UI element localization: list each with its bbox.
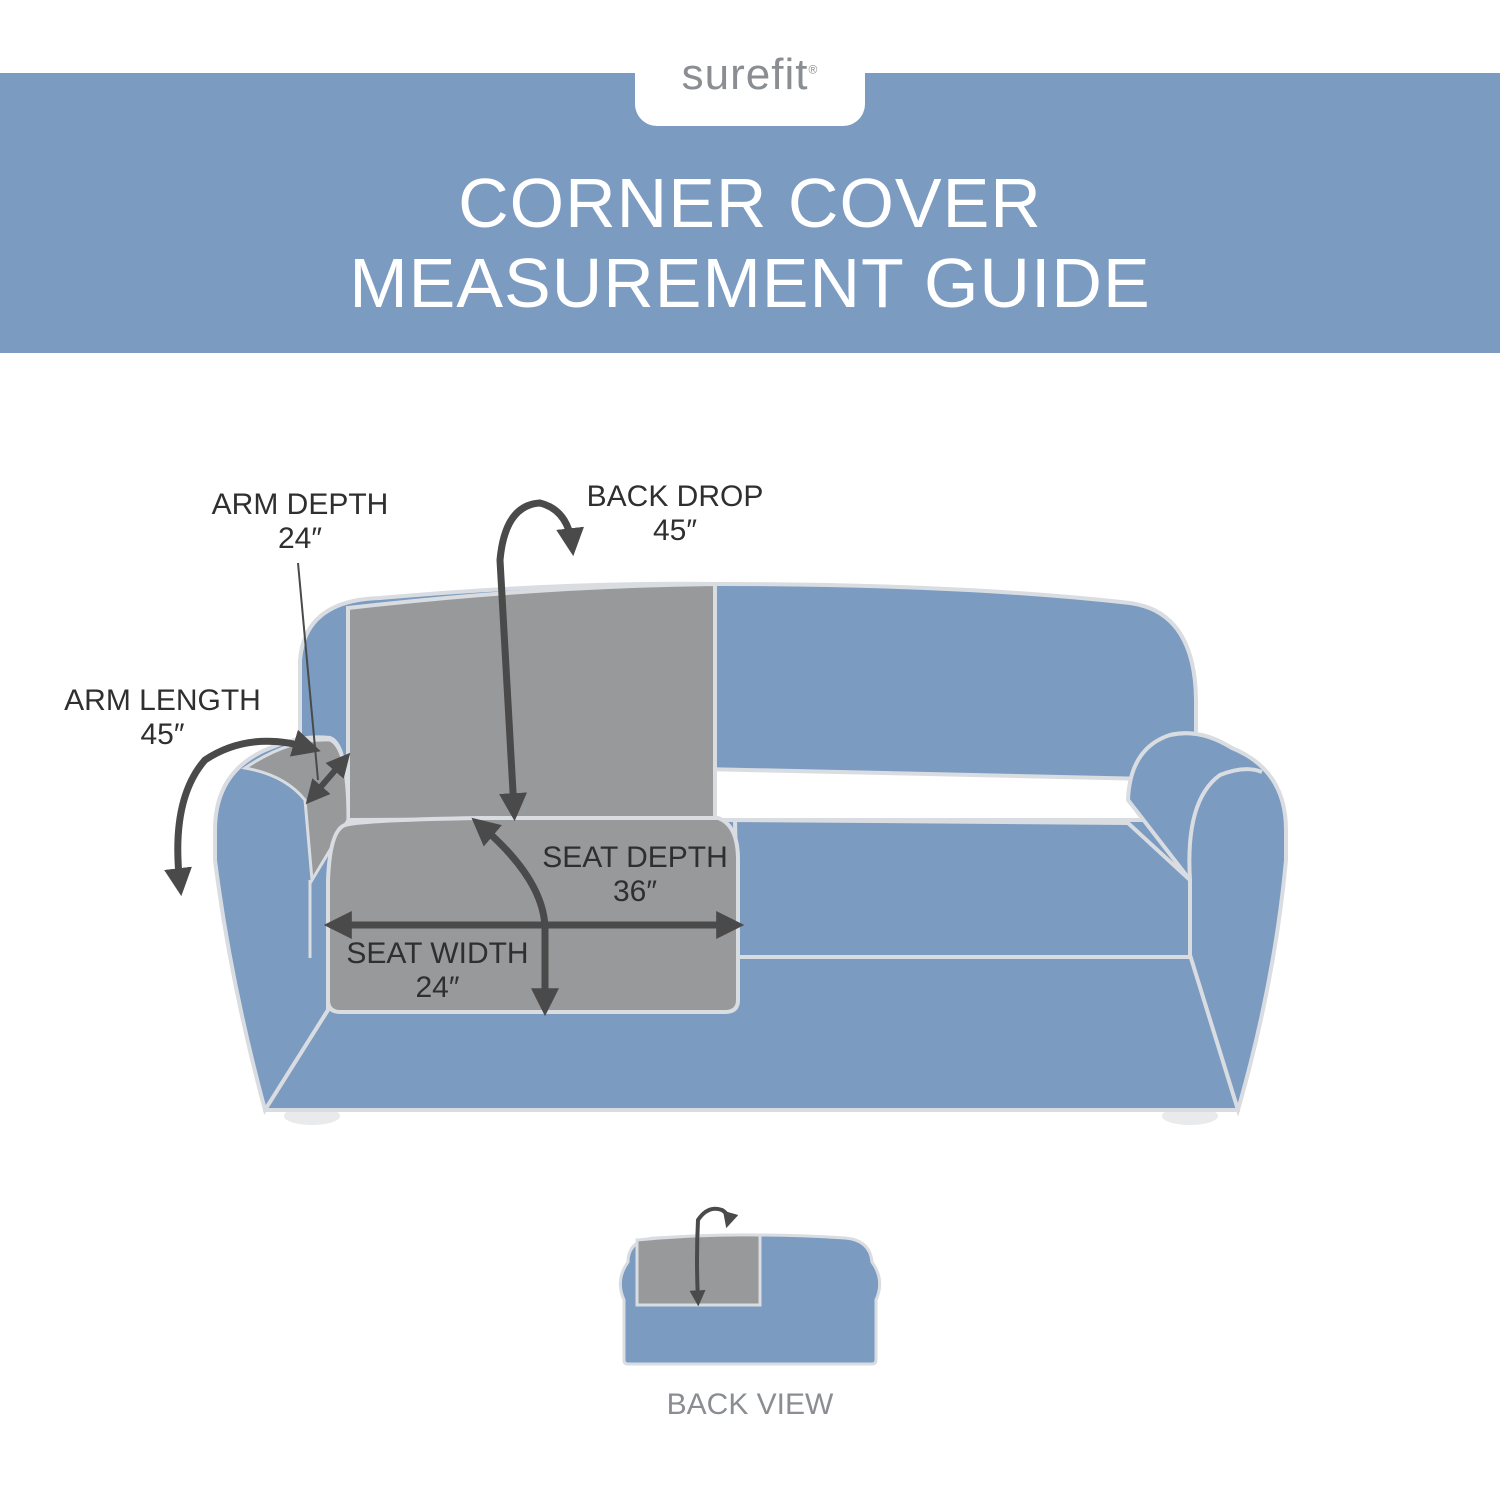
back-drop-label: BACK DROP 45″ bbox=[570, 480, 780, 548]
arm-depth-arrow bbox=[305, 752, 351, 805]
right-arm-inner-line bbox=[1187, 767, 1263, 881]
back-drop-name: BACK DROP bbox=[586, 480, 764, 513]
arm-length-name: ARM LENGTH bbox=[64, 684, 261, 717]
back-view-label: BACK VIEW bbox=[666, 1388, 834, 1421]
page-title-line-1: CORNER COVER bbox=[458, 164, 1042, 242]
arm-depth-label: ARM DEPTH 24″ bbox=[200, 488, 400, 556]
back-drop-value: 45″ bbox=[653, 514, 697, 547]
cover-back-panel bbox=[346, 581, 717, 823]
seat-width-label: SEAT WIDTH 24″ bbox=[335, 937, 540, 1005]
surefit-logo: surefit® bbox=[635, 50, 865, 100]
back-view-arrow bbox=[689, 1206, 739, 1307]
seat-depth-value: 36″ bbox=[613, 875, 657, 908]
arm-depth-leader bbox=[297, 562, 319, 781]
registered-mark: ® bbox=[808, 62, 819, 77]
arm-length-arrow bbox=[164, 729, 321, 897]
logo-text: surefit bbox=[681, 50, 809, 99]
arm-depth-value: 24″ bbox=[278, 522, 322, 555]
arm-depth-name: ARM DEPTH bbox=[211, 488, 389, 521]
seat-width-value: 24″ bbox=[415, 971, 460, 1004]
arm-length-value: 45″ bbox=[140, 718, 185, 751]
page-title-line-2: MEASUREMENT GUIDE bbox=[349, 244, 1151, 322]
arm-length-label: ARM LENGTH 45″ bbox=[50, 684, 275, 752]
logo-tab bbox=[635, 36, 865, 126]
right-seat-cushion bbox=[732, 817, 1192, 959]
seat-depth-name: SEAT DEPTH bbox=[542, 841, 728, 874]
back-drop-arrow bbox=[496, 499, 584, 822]
sofa-right-arm bbox=[1125, 731, 1288, 1118]
seat-depth-label: SEAT DEPTH 36″ bbox=[530, 841, 740, 909]
seat-width-name: SEAT WIDTH bbox=[346, 937, 529, 970]
back-view-sofa bbox=[618, 1206, 882, 1366]
